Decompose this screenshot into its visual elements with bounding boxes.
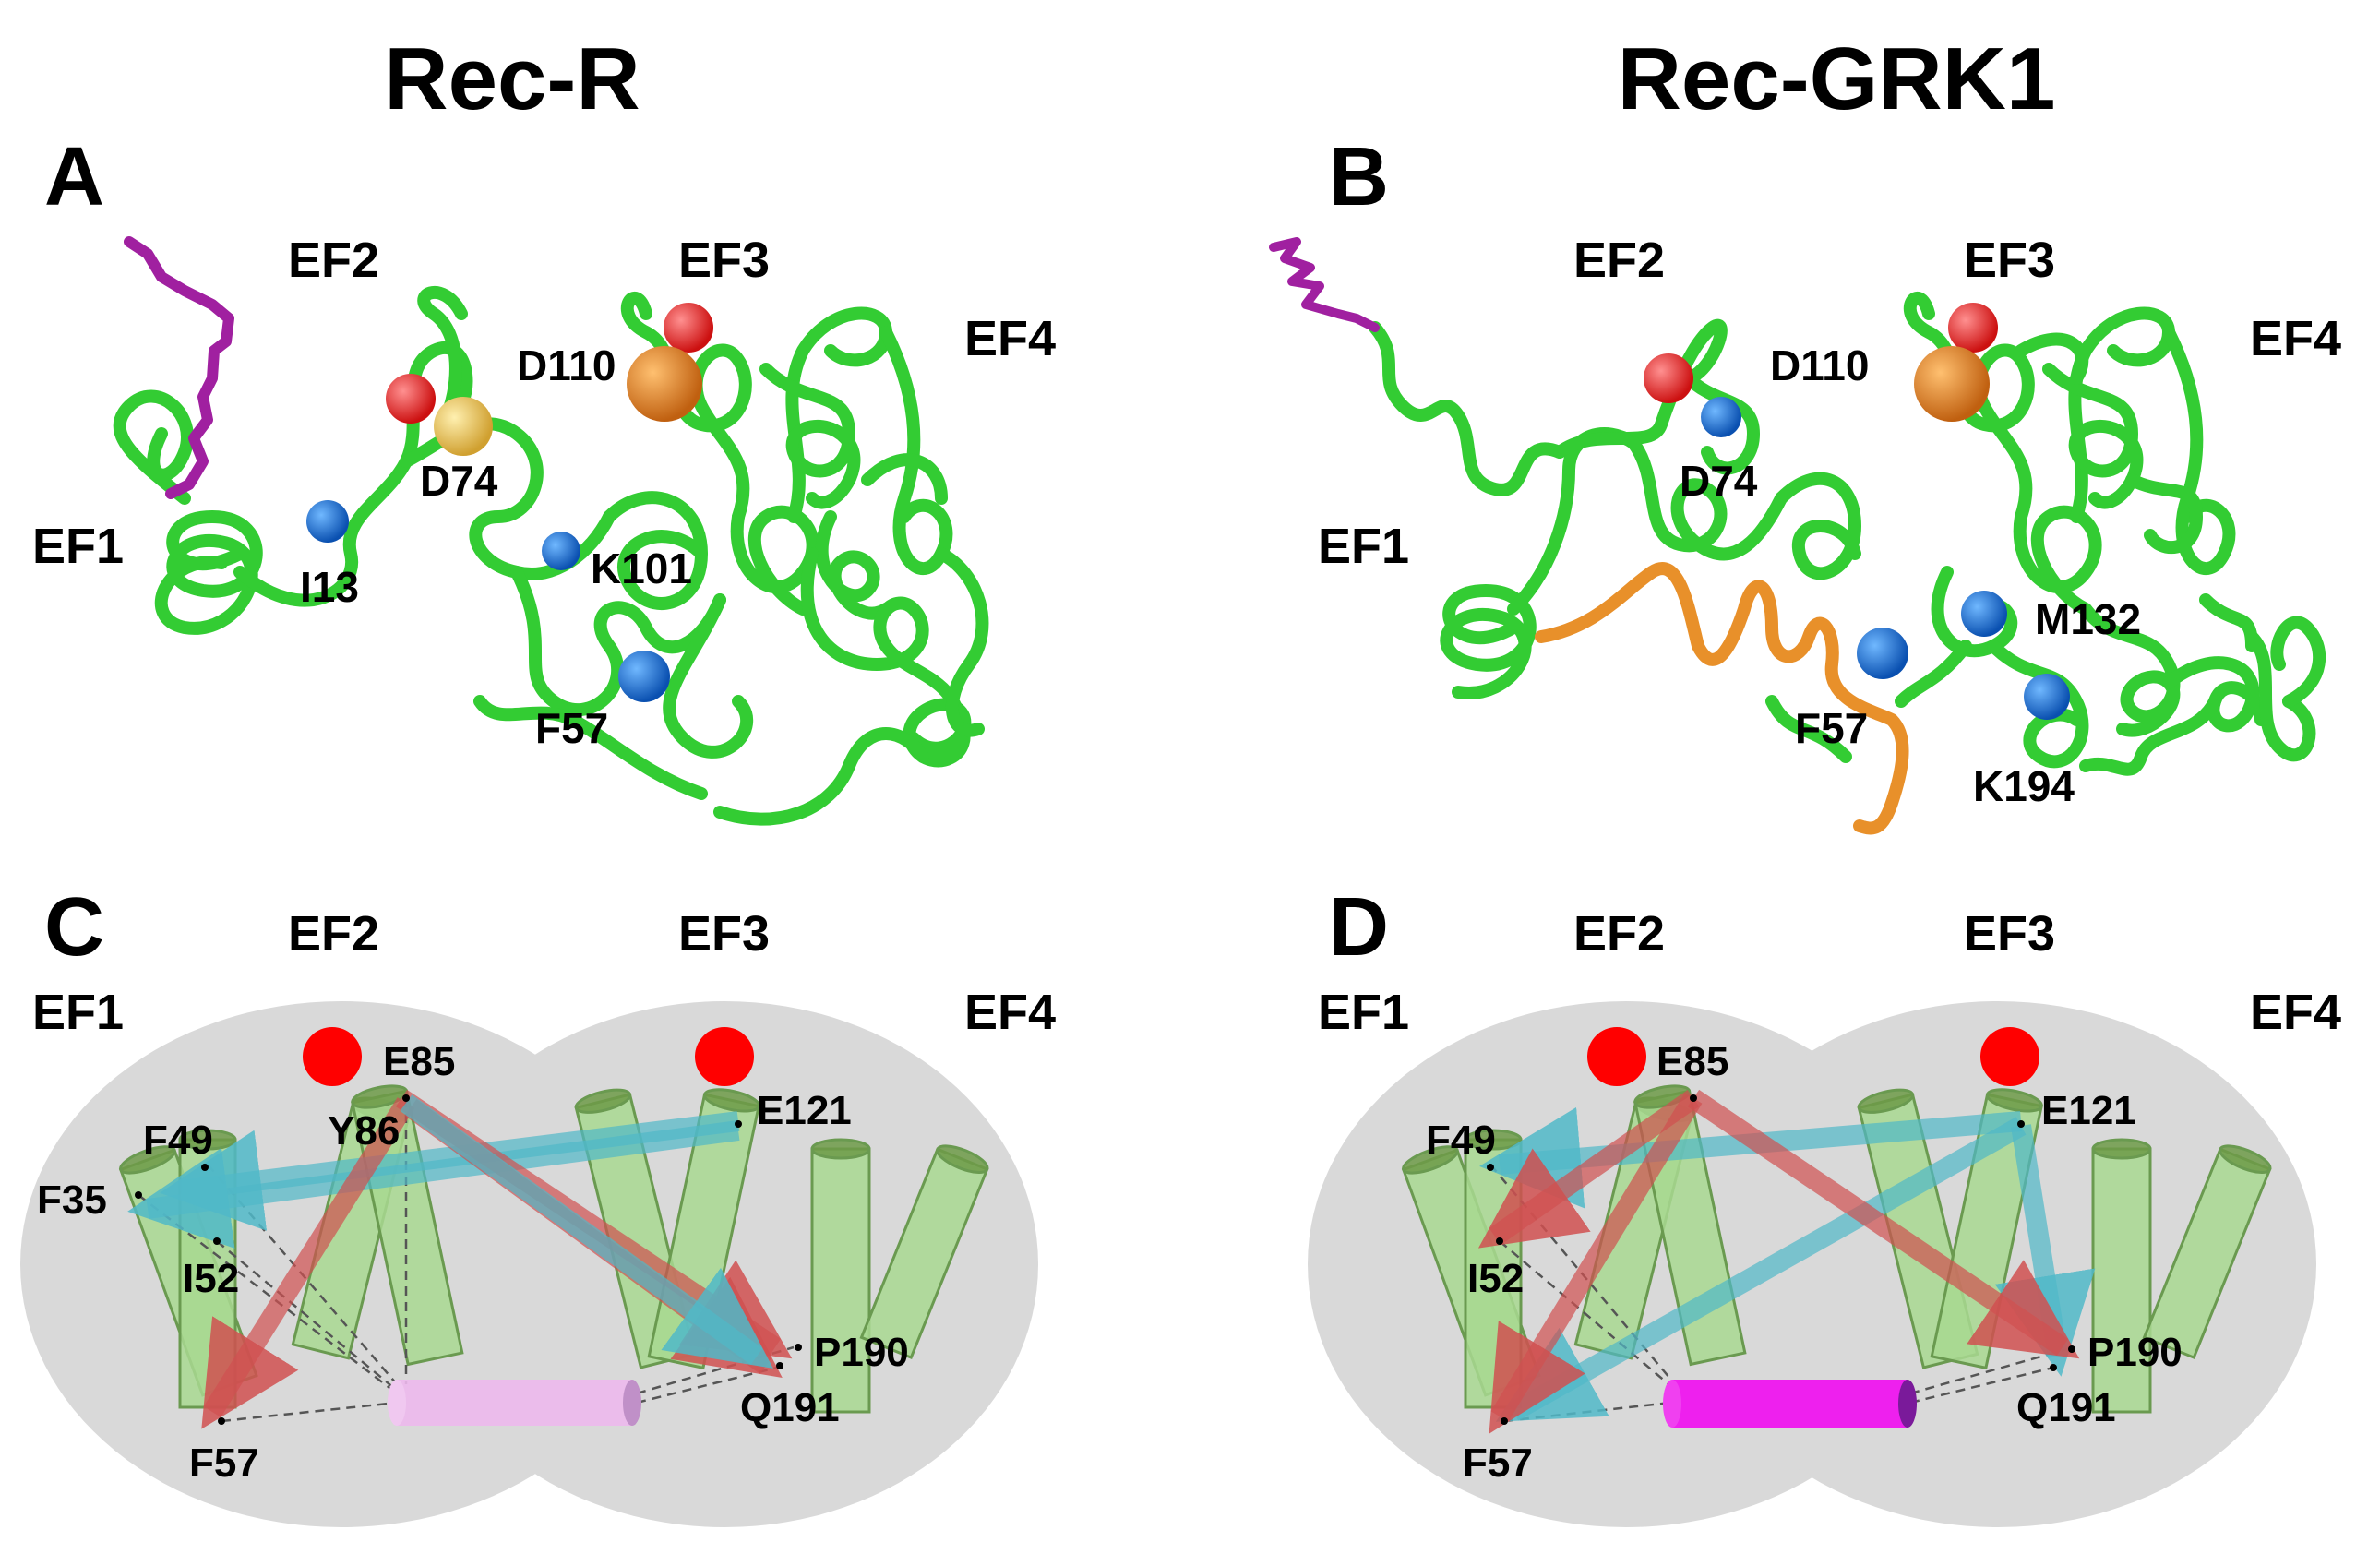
label-e121: E121 bbox=[757, 1088, 852, 1133]
label-e85: E85 bbox=[1656, 1039, 1728, 1084]
oxygen-sphere bbox=[1948, 303, 1998, 353]
peptide-cylinder bbox=[388, 1380, 641, 1426]
panel-letter-b: B bbox=[1329, 131, 1389, 223]
calcium-sphere bbox=[1914, 346, 1990, 422]
label-i13: I13 bbox=[300, 563, 359, 611]
label-ef1: EF1 bbox=[1318, 519, 1409, 574]
label-ef4: EF4 bbox=[2250, 311, 2341, 366]
panel-a: A EF1 EF2 EF3 EF4 bbox=[32, 131, 1056, 826]
oxygen-sphere bbox=[664, 303, 713, 353]
label-f57: F57 bbox=[189, 1440, 259, 1486]
label-ef4: EF4 bbox=[2250, 985, 2341, 1040]
protein-ribbon bbox=[113, 285, 989, 826]
label-p190: P190 bbox=[814, 1330, 909, 1375]
label-d110: D110 bbox=[517, 341, 616, 389]
probe-sphere-f57 bbox=[618, 651, 670, 702]
label-ef1: EF1 bbox=[32, 985, 124, 1040]
grk1-peptide bbox=[1535, 562, 1909, 835]
panel-letter-d: D bbox=[1329, 881, 1389, 974]
calcium-ion-ef3 bbox=[695, 1027, 754, 1086]
label-k101: K101 bbox=[591, 544, 692, 592]
label-ef3: EF3 bbox=[678, 906, 770, 962]
label-f49: F49 bbox=[1426, 1118, 1496, 1163]
panel-letter-a: A bbox=[44, 131, 104, 223]
calcium-ion-ef2 bbox=[303, 1027, 362, 1086]
label-ef1: EF1 bbox=[32, 519, 124, 574]
weak-site-sphere bbox=[434, 397, 493, 456]
probe-sphere-f57 bbox=[1857, 628, 1908, 679]
label-ef2: EF2 bbox=[1573, 906, 1665, 962]
calcium-sphere bbox=[627, 346, 702, 422]
panel-letter-c: C bbox=[44, 881, 104, 974]
label-d110: D110 bbox=[1770, 341, 1869, 389]
label-y86: Y86 bbox=[328, 1108, 400, 1154]
title-left: Rec-R bbox=[384, 30, 640, 128]
label-p190: P190 bbox=[2087, 1330, 2183, 1375]
label-ef2: EF2 bbox=[1573, 233, 1665, 288]
probe-sphere-k101 bbox=[542, 532, 580, 570]
residue-dots bbox=[1487, 1094, 2075, 1425]
oxygen-sphere bbox=[1644, 353, 1693, 403]
label-d74: D74 bbox=[1680, 457, 1758, 505]
panel-c: C EF1 EF2 EF3 EF4 bbox=[20, 881, 1056, 1527]
label-q191: Q191 bbox=[740, 1385, 840, 1430]
label-k194: K194 bbox=[1973, 762, 2075, 810]
label-d74: D74 bbox=[420, 457, 498, 505]
label-f57: F57 bbox=[1463, 1440, 1533, 1486]
label-ef3: EF3 bbox=[1964, 906, 2055, 962]
coupling-arrows bbox=[127, 1089, 793, 1429]
label-e121: E121 bbox=[2041, 1088, 2136, 1133]
label-e85: E85 bbox=[383, 1039, 455, 1084]
label-ef2: EF2 bbox=[288, 233, 379, 288]
label-i52: I52 bbox=[183, 1256, 239, 1301]
label-f57: F57 bbox=[1795, 704, 1868, 752]
oxygen-sphere bbox=[386, 374, 436, 424]
label-q191: Q191 bbox=[2016, 1385, 2116, 1430]
n-terminus-chain bbox=[124, 236, 234, 499]
probe-sphere-d74 bbox=[1701, 397, 1741, 437]
label-ef2: EF2 bbox=[288, 906, 379, 962]
probe-sphere-i13 bbox=[306, 500, 349, 543]
label-ef4: EF4 bbox=[964, 311, 1056, 366]
calcium-ion-ef2 bbox=[1587, 1027, 1646, 1086]
panel-d: D EF1 EF2 EF3 EF4 bbox=[1308, 881, 2341, 1527]
title-right: Rec-GRK1 bbox=[1618, 30, 2056, 128]
n-terminus-chain bbox=[1269, 237, 1380, 332]
label-m132: M132 bbox=[2035, 595, 2141, 643]
probe-sphere-k194 bbox=[2024, 674, 2070, 720]
probe-sphere-m132 bbox=[1961, 591, 2007, 637]
label-f57: F57 bbox=[535, 704, 608, 752]
label-f35: F35 bbox=[37, 1177, 107, 1223]
label-ef4: EF4 bbox=[964, 985, 1056, 1040]
label-ef1: EF1 bbox=[1318, 985, 1409, 1040]
peptide-cylinder bbox=[1663, 1380, 1917, 1428]
coupling-arrows bbox=[1477, 1089, 2096, 1434]
protein-ribbon bbox=[1369, 292, 2326, 776]
calcium-ion-ef3 bbox=[1980, 1027, 2039, 1086]
residue-dots bbox=[135, 1094, 802, 1425]
label-ef3: EF3 bbox=[1964, 233, 2055, 288]
panel-b: B EF1 EF2 EF3 EF4 bbox=[1269, 131, 2341, 835]
label-i52: I52 bbox=[1467, 1256, 1524, 1301]
label-ef3: EF3 bbox=[678, 233, 770, 288]
label-f49: F49 bbox=[143, 1118, 213, 1163]
